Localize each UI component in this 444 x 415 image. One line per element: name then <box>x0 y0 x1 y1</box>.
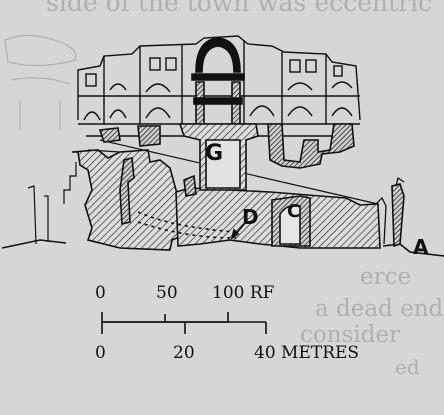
scale-bottom-tick-40-metres: 40 METRES <box>254 343 360 363</box>
scale-top-tick-50: 50 <box>156 283 178 303</box>
scale-top-tick-0: 0 <box>95 283 106 303</box>
left-stairs <box>27 162 77 245</box>
scale-bar-top <box>101 312 229 323</box>
arrow-to-d <box>230 221 247 240</box>
upper-structure <box>77 35 361 137</box>
label-c: C <box>287 201 301 222</box>
room-c <box>271 195 311 247</box>
hatched-foundations <box>71 149 405 251</box>
label-g: G <box>205 141 224 166</box>
scale-bottom-tick-0: 0 <box>95 343 106 363</box>
scale-bar-bottom <box>101 321 267 334</box>
mid-level-walls <box>98 123 355 191</box>
tunnel-dotted-lines <box>137 211 239 239</box>
label-d: D <box>242 205 259 229</box>
ground-line <box>1 239 444 257</box>
central-tower <box>191 37 245 125</box>
faint-capital-ornament <box>4 35 77 130</box>
right-ruins <box>375 176 405 245</box>
scale-bottom-tick-20: 20 <box>173 343 195 363</box>
scale-top-tick-100-rf: 100 RF <box>212 283 275 303</box>
label-a: A <box>413 235 429 259</box>
